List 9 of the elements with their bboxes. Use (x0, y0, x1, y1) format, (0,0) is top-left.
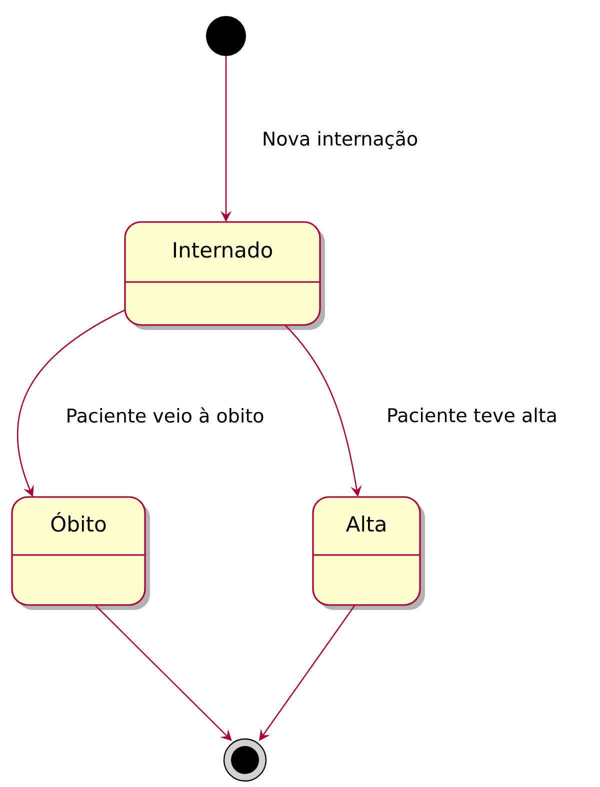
end-bullseye (223, 738, 267, 782)
state-box: Óbito (11, 496, 150, 610)
edge-label: Paciente veio à obito (64, 406, 266, 424)
edge-label: Paciente teve alta (386, 406, 558, 424)
start-dot (206, 16, 246, 56)
state-box: Internado (124, 221, 325, 330)
arrow (94, 604, 232, 741)
edge-label: Nova internação (260, 130, 420, 150)
state-box: Alta (312, 496, 425, 610)
